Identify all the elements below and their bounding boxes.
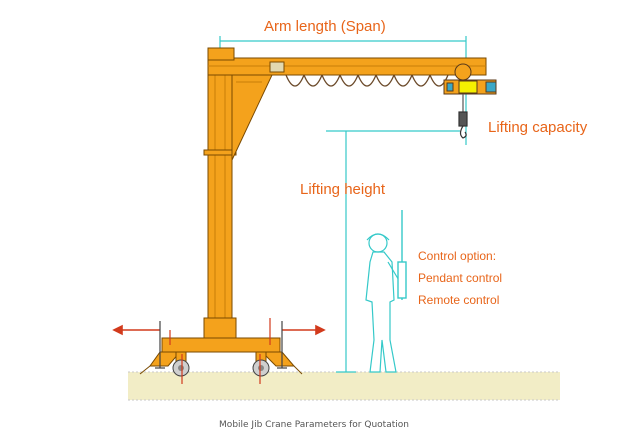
pendant-controller — [397, 210, 407, 300]
arm-length-label: Arm length (Span) — [264, 18, 386, 35]
lifting-capacity-label: Lifting capacity — [488, 119, 588, 136]
remote-control-label: Remote control — [418, 293, 499, 307]
height-dimension — [326, 130, 460, 373]
control-option-label: Control option: — [418, 249, 496, 263]
figure-caption: Mobile Jib Crane Parameters for Quotatio… — [219, 420, 409, 430]
operator-figure — [365, 233, 401, 373]
jib-arm — [207, 47, 487, 76]
ground-strip — [128, 371, 560, 401]
outrigger-left — [112, 321, 165, 369]
crane-mast — [203, 57, 237, 339]
pendant-control-label: Pendant control — [418, 271, 502, 285]
jib-bracket — [231, 74, 273, 161]
base-markers — [169, 318, 271, 384]
hoist-icon — [443, 63, 497, 95]
festoon-cable — [285, 74, 449, 87]
outrigger-right — [277, 321, 326, 369]
hook-icon — [458, 94, 468, 139]
lifting-height-label: Lifting height — [300, 181, 386, 198]
mobile-base — [139, 337, 303, 377]
